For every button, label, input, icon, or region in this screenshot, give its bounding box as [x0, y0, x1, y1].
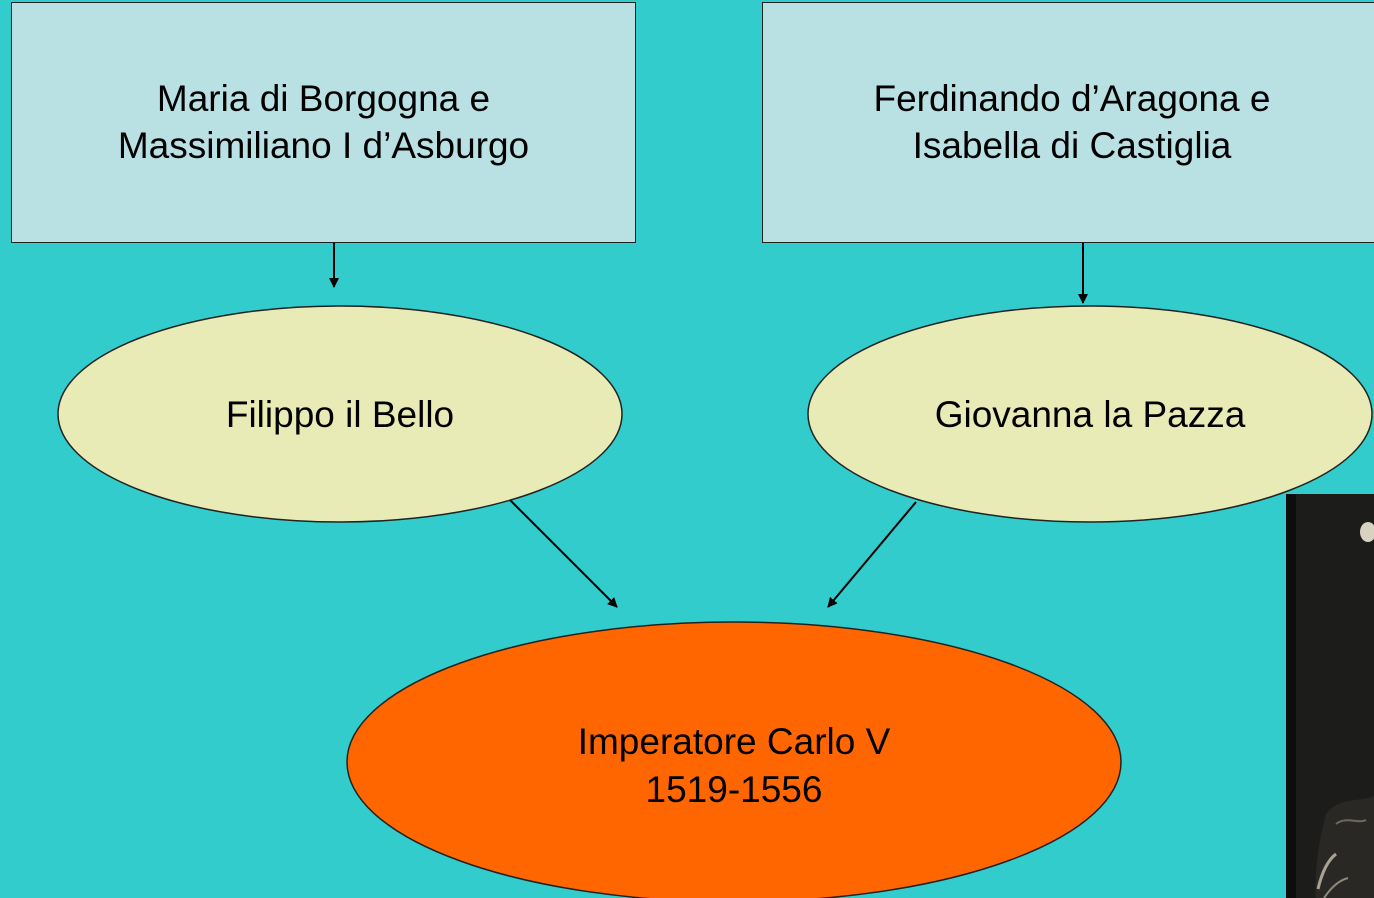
portrait-image — [1286, 494, 1374, 898]
ellipse-giovanna — [807, 305, 1373, 523]
node-filippo-label: Filippo il Bello — [225, 393, 455, 435]
node-carlo: Imperatore Carlo V 1519-1556 — [434, 706, 1034, 826]
node-carlo-label: Imperatore Carlo V 1519-1556 — [577, 720, 891, 810]
node-giovanna-label: Giovanna la Pazza — [934, 393, 1246, 435]
ellipse-carlo — [346, 621, 1122, 898]
node-filippo: Filippo il Bello — [88, 370, 592, 460]
node-giovanna: Giovanna la Pazza — [838, 370, 1342, 460]
node-ferdinando-isabella-label: Ferdinando d’Aragona e Isabella di Casti… — [873, 78, 1271, 166]
edge-giovanna-to-carlo — [827, 501, 917, 608]
ellipse-filippo — [57, 305, 623, 523]
node-ferdinando-isabella: Ferdinando d’Aragona e Isabella di Casti… — [762, 2, 1374, 243]
node-maria-massimiliano: Maria di Borgogna e Massimiliano I d’Asb… — [11, 2, 636, 243]
node-maria-massimiliano-label: Maria di Borgogna e Massimiliano I d’Asb… — [117, 78, 530, 166]
portrait-painting-icon — [1296, 494, 1374, 898]
edge-filippo-to-carlo — [509, 499, 618, 608]
